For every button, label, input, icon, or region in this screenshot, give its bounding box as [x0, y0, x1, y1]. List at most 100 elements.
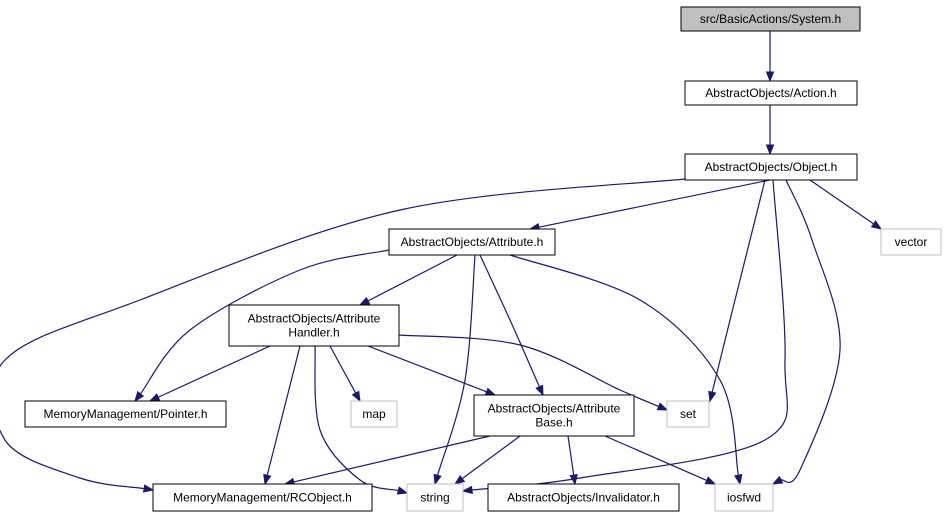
node-box [473, 394, 635, 437]
edge-line [293, 435, 491, 483]
node-label: iosfwd [727, 491, 761, 505]
node-label: set [680, 407, 697, 421]
edges-layer [0, 31, 883, 495]
node-iosfwd: iosfwd [714, 483, 774, 512]
edge-line [461, 435, 521, 480]
arrowhead-icon [734, 473, 743, 486]
edge-line [266, 345, 301, 476]
node-action[interactable]: AbstractObjects/Action.h [684, 80, 858, 106]
edge-line [436, 254, 476, 476]
node-label: MemoryManagement/Pointer.h [43, 407, 207, 421]
arrowhead-icon [148, 393, 161, 402]
node-box [152, 483, 373, 512]
node-box [880, 228, 942, 256]
arrowhead-icon [461, 485, 473, 495]
node-label: map [362, 407, 386, 421]
edge-object-to-set [708, 179, 766, 403]
node-box [406, 483, 464, 512]
edge-line [538, 179, 771, 228]
node-label: AbstractObjects/Invalidator.h [507, 491, 660, 505]
edge-attribute-to-pointer [134, 249, 390, 403]
edge-line [509, 254, 739, 476]
edge-object-to-rcobject [0, 178, 686, 493]
node-box [684, 153, 858, 181]
node-box [388, 228, 556, 256]
arrowhead-icon [708, 390, 717, 403]
edge-line [479, 254, 540, 388]
node-string: string [406, 483, 464, 512]
edge-line [367, 345, 487, 393]
edge-line [809, 179, 874, 225]
edge-line [567, 435, 575, 476]
node-label: Handler.h [288, 326, 339, 340]
node-map: map [350, 400, 398, 428]
arrowhead-icon [656, 402, 669, 411]
edge-line [0, 178, 686, 490]
node-box [666, 400, 710, 428]
arrowhead-icon [765, 144, 775, 156]
edge-attribute-to-string [433, 254, 476, 486]
edge-attribute-to-attrbase [479, 254, 544, 397]
edge-line [314, 345, 399, 492]
node-label: AbstractObjects/Attribute.h [401, 235, 544, 249]
node-label: vector [895, 235, 928, 249]
node-box [684, 80, 858, 106]
edge-object-to-iosfwd [771, 179, 841, 485]
arrowhead-icon [263, 473, 272, 486]
arrowhead-icon [453, 474, 466, 485]
edge-line [329, 345, 357, 394]
arrowhead-icon [358, 296, 371, 306]
edge-object-to-string [461, 179, 788, 495]
node-vector: vector [880, 228, 942, 256]
edge-line [471, 179, 788, 491]
edge-attrhandler-to-string [314, 345, 409, 495]
edge-line [140, 249, 390, 395]
node-box [714, 483, 774, 512]
edge-attrhandler-to-rcobject [263, 345, 301, 486]
arrowhead-icon [134, 390, 145, 403]
edge-object-to-vector [809, 179, 883, 230]
edge-line [367, 254, 458, 302]
node-label: src/BasicActions/System.h [700, 12, 841, 26]
node-system[interactable]: src/BasicActions/System.h [680, 6, 861, 32]
arrowhead-icon [765, 71, 775, 83]
node-invalidator[interactable]: AbstractObjects/Invalidator.h [487, 483, 680, 512]
arrowhead-icon [142, 484, 155, 493]
node-label: MemoryManagement/RCObject.h [173, 491, 352, 505]
arrowhead-icon [396, 486, 409, 495]
edge-attrbase-to-invalidator [567, 435, 578, 486]
edge-attrhandler-to-attrbase [367, 345, 497, 396]
node-set: set [666, 400, 710, 428]
node-attribute[interactable]: AbstractObjects/Attribute.h [388, 228, 556, 256]
edge-line [398, 334, 659, 408]
node-object[interactable]: AbstractObjects/Object.h [684, 153, 858, 181]
node-label: AbstractObjects/Attribute [488, 402, 621, 416]
edge-attrbase-to-iosfwd [604, 435, 717, 485]
arrowhead-icon [535, 384, 544, 397]
arrowhead-icon [870, 220, 883, 230]
node-pointer[interactable]: MemoryManagement/Pointer.h [24, 400, 227, 428]
edge-attrhandler-to-set [398, 334, 669, 411]
node-label: AbstractObjects/Attribute [248, 312, 381, 326]
node-box [680, 6, 861, 32]
arrowhead-icon [484, 387, 497, 396]
arrowhead-icon [704, 476, 717, 485]
edge-line [711, 179, 766, 393]
edge-line [157, 345, 271, 398]
node-rcobject[interactable]: MemoryManagement/RCObject.h [152, 483, 373, 512]
edge-attrhandler-to-pointer [148, 345, 271, 402]
edge-system-to-action [765, 31, 775, 83]
node-label: Base.h [535, 416, 572, 430]
arrowhead-icon [569, 473, 578, 486]
edge-action-to-object [765, 105, 775, 156]
arrowhead-icon [433, 473, 442, 486]
edge-attribute-to-iosfwd [509, 254, 743, 486]
node-box [487, 483, 680, 512]
node-label: string [420, 491, 449, 505]
nodes-layer: src/BasicActions/System.hAbstractObjects… [24, 6, 942, 512]
node-box [24, 400, 227, 428]
edge-attribute-to-attrhandler [358, 254, 458, 306]
